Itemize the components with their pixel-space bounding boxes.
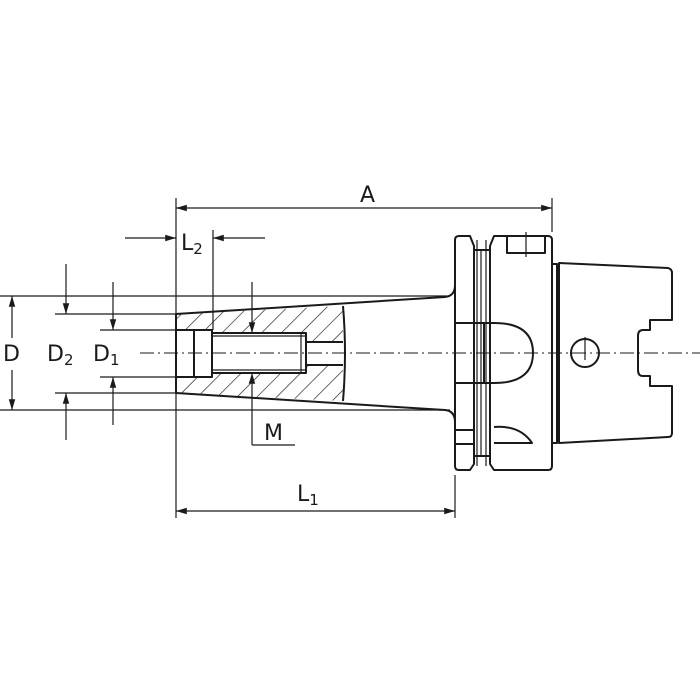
hsk-taper — [558, 262, 673, 444]
dimension-M: M — [248, 282, 295, 446]
svg-text:D1: D1 — [93, 342, 120, 369]
svg-text:M: M — [264, 421, 283, 446]
svg-text:D: D — [3, 342, 20, 367]
dimension-A: A — [176, 183, 552, 212]
svg-text:L1: L1 — [297, 482, 319, 509]
svg-text:A: A — [360, 183, 375, 208]
extension-lines — [0, 198, 553, 518]
flange — [454, 232, 558, 471]
dimension-L1: L1 — [176, 482, 455, 515]
svg-text:D2: D2 — [47, 342, 74, 369]
dimension-D2: D2 — [47, 264, 74, 440]
svg-text:L2: L2 — [181, 231, 203, 258]
dimension-L2: L2 — [125, 231, 265, 258]
dimension-D1: D1 — [93, 282, 120, 425]
dimension-D: D — [3, 296, 20, 410]
